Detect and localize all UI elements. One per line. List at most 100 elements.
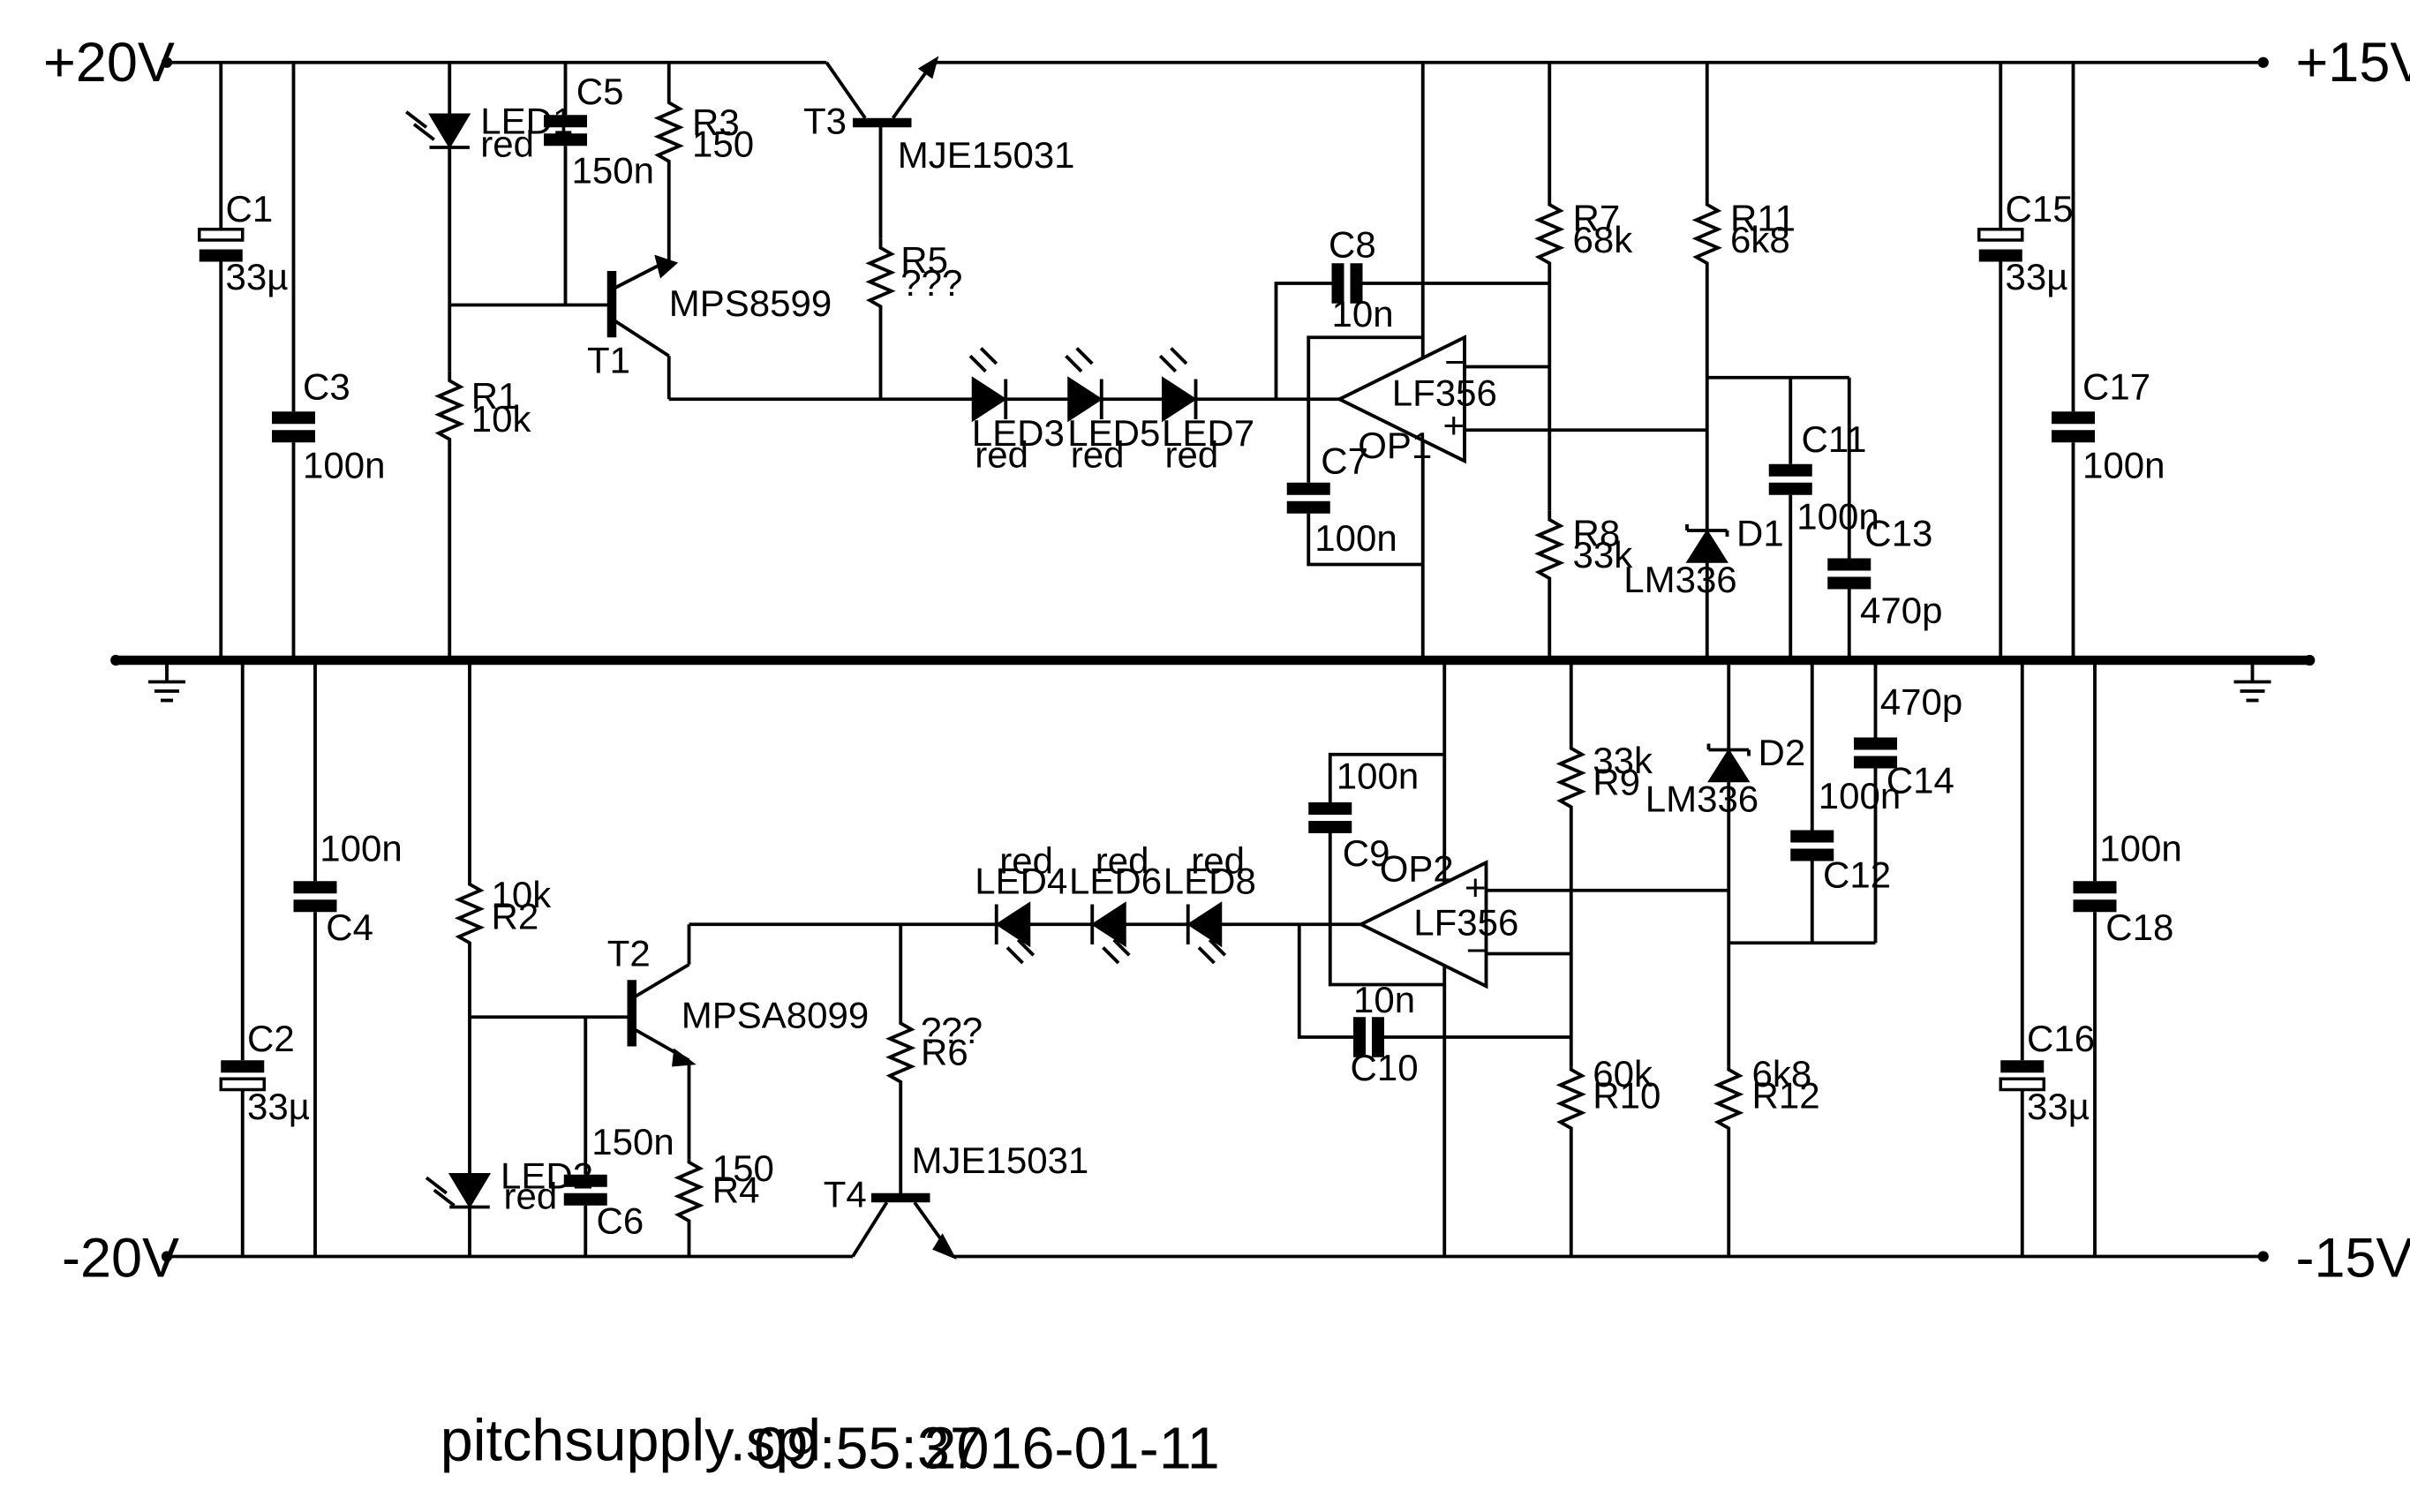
label-led4: LED4: [975, 860, 1067, 901]
capacitor-c13: [1827, 377, 1872, 660]
capacitor-c8: [1274, 263, 1550, 400]
value-r5: ???: [900, 262, 962, 304]
part-t4: MJE15031: [912, 1140, 1089, 1181]
value-r7: 68k: [1573, 219, 1634, 260]
label-c6: C6: [597, 1200, 644, 1241]
diode-d1: [1685, 524, 1729, 660]
value-c7: 100n: [1314, 517, 1397, 559]
label-led3: LED3: [972, 412, 1065, 454]
capacitor-c3: [272, 62, 315, 660]
capacitor-c4: [293, 660, 337, 1257]
label-r3: R3: [692, 102, 740, 143]
part-op1: LF356: [1392, 372, 1497, 413]
color-led6: red: [1096, 840, 1149, 882]
diode-d2: [1706, 660, 1751, 1067]
capacitor-c17: [2052, 62, 2095, 660]
led-led4: [994, 901, 1091, 965]
footer-date: 2016-01-11: [924, 1416, 1220, 1481]
resistor-r6: [885, 924, 916, 1198]
color-led7: red: [1165, 433, 1219, 475]
capacitor-c2: [219, 660, 266, 1257]
capacitor-c11: [1768, 377, 1812, 660]
label-t4: T4: [824, 1174, 867, 1215]
resistor-r9: [1555, 660, 1586, 1067]
part-op2: LF356: [1413, 902, 1518, 944]
label-r1: R1: [471, 375, 519, 417]
value-r9: 33k: [1593, 740, 1653, 781]
led-led1: [405, 62, 471, 372]
label-r4: R4: [712, 1169, 760, 1210]
value-r2: 10k: [492, 874, 553, 915]
label-c5: C5: [576, 71, 624, 112]
part-d2: LM336: [1646, 779, 1759, 820]
label-r12: R12: [1752, 1075, 1820, 1117]
label-t3: T3: [803, 100, 847, 141]
color-led2: red: [504, 1175, 558, 1216]
label-c13: C13: [1864, 513, 1932, 554]
capacitor-c12: [1790, 660, 1834, 944]
value-c9: 100n: [1337, 755, 1419, 796]
color-led4: red: [999, 840, 1053, 882]
opamp-op1: [1335, 62, 1707, 660]
value-c14: 470p: [1880, 681, 1962, 722]
capacitor-c15: [1977, 62, 2024, 660]
capacitor-c14: [1854, 660, 1897, 944]
value-c1: 33µ: [226, 256, 289, 297]
value-r10: 60k: [1593, 1053, 1653, 1095]
label-r11: R11: [1730, 198, 1796, 239]
capacitor-c9: [1308, 752, 1445, 987]
rail-negative: [161, 1251, 2269, 1262]
footer-filename: pitchsupply.spl: [441, 1409, 821, 1474]
value-c10: 10n: [1353, 979, 1415, 1020]
label-c1: C1: [226, 188, 274, 229]
value-r12: 6k8: [1752, 1053, 1812, 1095]
label-r10: R10: [1593, 1075, 1661, 1117]
transistor-t2: [627, 924, 697, 1160]
plus-op1: +: [1443, 404, 1465, 446]
resistor-r2: [454, 660, 486, 1175]
footer-time: 09:55:37: [754, 1416, 983, 1481]
rail-label-neg15: -15V: [2296, 1227, 2410, 1289]
resistor-r10: [1555, 1066, 1586, 1257]
part-t3: MJE15031: [898, 134, 1075, 176]
resistor-r3: [653, 62, 684, 267]
resistor-r11: [1691, 62, 1722, 530]
value-r1: 10k: [471, 398, 532, 440]
label-r7: R7: [1573, 198, 1621, 239]
label-c15: C15: [2006, 188, 2074, 229]
value-r6: ???: [921, 1010, 983, 1051]
label-c8: C8: [1329, 223, 1376, 265]
resistor-r12: [1713, 1066, 1744, 1257]
label-c17: C17: [2082, 365, 2150, 407]
value-c12: 100n: [1819, 775, 1901, 816]
minus-op1: −: [1444, 341, 1466, 382]
value-c18: 100n: [2099, 828, 2181, 869]
color-led8: red: [1191, 840, 1245, 882]
value-c5: 150n: [572, 149, 654, 191]
color-led3: red: [975, 433, 1028, 475]
capacitor-c18: [2073, 660, 2117, 1257]
value-c13: 470p: [1860, 590, 1942, 631]
ground-symbol-right: [2233, 660, 2271, 703]
opamp-op2: [1357, 660, 1729, 1257]
label-op1: OP1: [1358, 425, 1432, 466]
led-led6: [1090, 901, 1186, 965]
color-led1: red: [480, 124, 534, 165]
ground-bus: [110, 654, 2316, 666]
label-c14: C14: [1887, 760, 1954, 801]
label-c2: C2: [247, 1018, 295, 1059]
label-r8: R8: [1573, 513, 1621, 554]
color-led5: red: [1071, 433, 1125, 475]
value-r8: 33k: [1573, 534, 1634, 575]
label-c3: C3: [303, 365, 350, 407]
value-r11: 6k8: [1730, 219, 1790, 260]
part-t1: MPS8599: [669, 282, 832, 324]
ground-symbol-left: [148, 660, 185, 703]
label-d1: D1: [1736, 513, 1784, 554]
led-led2: [425, 1173, 492, 1257]
label-r2: R2: [492, 896, 539, 937]
label-led8: LED8: [1164, 860, 1256, 901]
value-c4: 100n: [320, 828, 402, 869]
rail-label-pos15: +15V: [2296, 32, 2410, 94]
capacitor-c10: [1297, 924, 1571, 1057]
